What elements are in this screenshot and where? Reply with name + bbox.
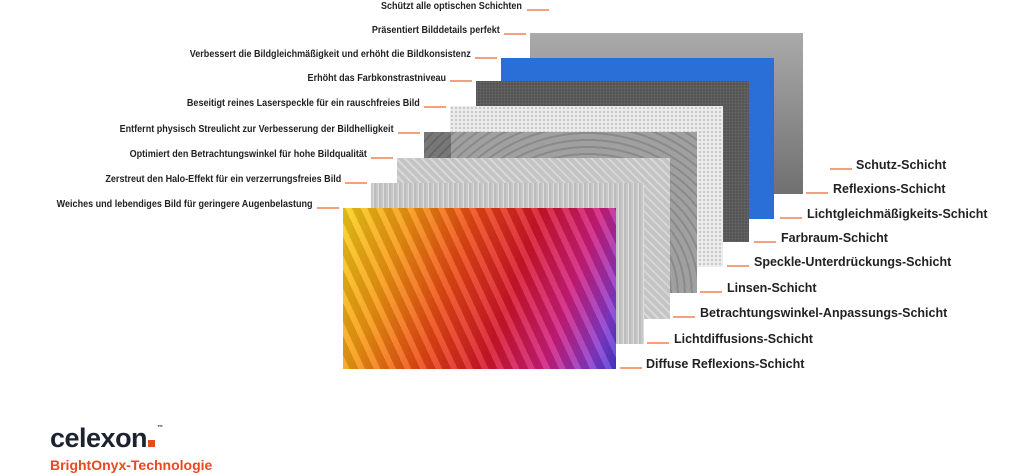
right-label: Lichtdiffusions-Schicht: [674, 332, 813, 346]
connector-line: [647, 342, 669, 344]
brand-tagline: BrightOnyx-Technologie: [50, 457, 213, 473]
connector-line: [754, 241, 776, 243]
left-label: Präsentiert Bilddetails perfekt: [372, 24, 500, 36]
left-label: Entfernt physisch Streulicht zur Verbess…: [120, 123, 394, 135]
right-label: Reflexions-Schicht: [833, 182, 946, 196]
connector-line: [700, 291, 722, 293]
logo-square: [148, 440, 156, 447]
connector-line: [450, 80, 472, 82]
right-label: Diffuse Reflexions-Schicht: [646, 357, 805, 371]
left-label: Beseitigt reines Laserspeckle für ein ra…: [187, 97, 420, 109]
connector-line: [424, 106, 446, 108]
connector-line: [780, 217, 802, 219]
connector-line: [527, 9, 549, 11]
left-label: Weiches und lebendiges Bild für geringer…: [57, 198, 313, 210]
left-label: Verbessert die Bildgleichmäßigkeit und e…: [189, 48, 471, 60]
right-label: Farbraum-Schicht: [781, 231, 888, 245]
right-label: Schutz-Schicht: [856, 158, 947, 172]
layer-diffuse-reflection-image: [343, 208, 616, 369]
connector-line: [317, 207, 339, 209]
left-label: Schützt alle optischen Schichten: [381, 0, 522, 12]
connector-line: [345, 182, 367, 184]
connector-line: [371, 157, 393, 159]
right-label: Linsen-Schicht: [727, 281, 817, 295]
brand-name: celexon: [50, 423, 148, 453]
wave-texture: [343, 208, 616, 369]
connector-line: [398, 132, 420, 134]
right-label: Lichtgleichmäßigkeits-Schicht: [807, 207, 988, 221]
connector-line: [830, 168, 852, 170]
right-label: Betrachtungswinkel-Anpassungs-Schicht: [700, 306, 948, 320]
left-label: Optimiert den Betrachtungswinkel für hoh…: [129, 148, 367, 160]
left-label: Erhöht das Farbkonstrastniveau: [307, 72, 446, 84]
connector-line: [620, 367, 642, 369]
left-label: Zerstreut den Halo-Effekt für ein verzer…: [105, 173, 341, 185]
connector-line: [727, 265, 749, 267]
connector-line: [504, 33, 526, 35]
connector-line: [673, 316, 695, 318]
trademark: ™: [157, 425, 164, 431]
connector-line: [475, 57, 497, 59]
connector-line: [806, 192, 828, 194]
brand-logo: celexon ™: [50, 424, 163, 452]
right-label: Speckle-Unterdrückungs-Schicht: [754, 255, 952, 269]
